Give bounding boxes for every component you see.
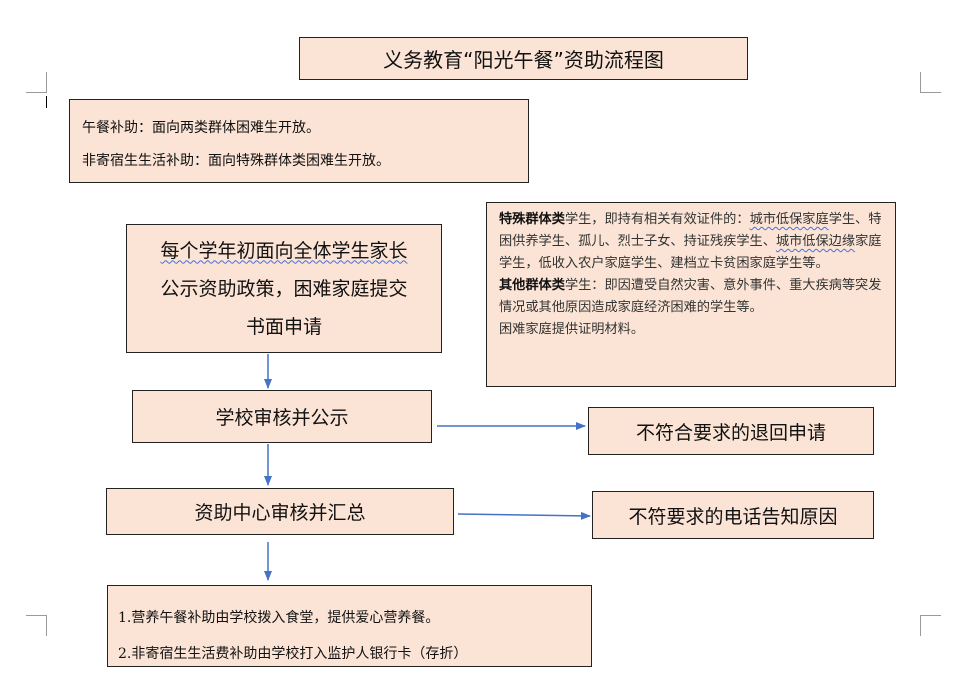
outcome-reject-text: 不符合要求的退回申请 [635, 421, 826, 444]
result-box: 1.营养午餐补助由学校拨入食堂，提供爱心营养餐。 2.非寄宿生生活费补助由学校打… [107, 585, 592, 667]
subsidy-line-lunch: 午餐补助：面向两类群体困难生开放。 [82, 120, 320, 136]
special-group-text-a: 学生，即持有相关有效证件的： [564, 212, 750, 227]
eligibility-notes-box: 特殊群体类学生，即持有相关有效证件的：城市低保家庭学生、特困供养学生、孤儿、烈士… [486, 202, 896, 387]
result-line-1: 1.营养午餐补助由学校拨入食堂，提供爱心营养餐。 [118, 610, 440, 626]
step-school-review-box: 学校审核并公示 [132, 390, 432, 443]
step-apply-box: 每个学年初面向全体学生家长 公示资助政策，困难家庭提交 书面申请 [126, 224, 442, 353]
special-group-text-e: 家庭学生，低收入农户家庭学生、建档立卡贫困家庭学生等。 [499, 234, 882, 271]
step-center-review-text: 资助中心审核并汇总 [194, 502, 366, 524]
step-apply-line-1: 每个学年初面向全体学生家长 [160, 239, 408, 262]
result-line-2: 2.非寄宿生生活费补助由学校打入监护人银行卡（存折） [118, 646, 468, 662]
step-apply-line-2: 公示资助政策，困难家庭提交 [160, 277, 408, 300]
page-corner-mark-top-right [920, 72, 941, 93]
diagram-title: 义务教育“阳光午餐”资助流程图 [299, 37, 748, 80]
step-school-review-text: 学校审核并公示 [215, 407, 349, 429]
special-group-label: 特殊群体类 [499, 212, 565, 227]
outcome-notify-text: 不符要求的电话告知原因 [628, 505, 838, 528]
page-corner-mark-top-left [26, 72, 47, 93]
page-corner-mark-bottom-right [920, 615, 941, 636]
subsidy-info-box: 午餐补助：面向两类群体困难生开放。 非寄宿生生活补助：面向特殊群体类困难生开放。 [69, 99, 529, 183]
other-group-text: 学生：即因遭受自然灾害、意外事件、重大疾病等突发情况或其他原因造成家庭经济困难的… [499, 278, 882, 315]
special-group-text-b: 城市低保家庭 [749, 212, 829, 227]
other-group-label: 其他群体类 [499, 278, 565, 293]
special-group-text-c: 学生、特困供养学生、孤儿、烈士子女、持证残疾学生、 [499, 212, 882, 249]
step-center-review-box: 资助中心审核并汇总 [106, 488, 454, 535]
page-corner-mark-bottom-left [26, 615, 47, 636]
proof-materials-text: 困难家庭提供证明材料。 [499, 322, 645, 337]
arrow-center-to-notify [457, 511, 591, 520]
step-apply-line-3: 书面申请 [245, 315, 322, 338]
special-group-text-d: 城市低保边缘 [775, 234, 856, 249]
subsidy-line-living: 非寄宿生生活补助：面向特殊群体类困难生开放。 [82, 153, 390, 169]
diagram-title-text: 义务教育“阳光午餐”资助流程图 [383, 48, 664, 72]
outcome-reject-box: 不符合要求的退回申请 [588, 407, 874, 455]
outcome-notify-box: 不符要求的电话告知原因 [592, 491, 874, 539]
text-cursor [46, 96, 47, 108]
